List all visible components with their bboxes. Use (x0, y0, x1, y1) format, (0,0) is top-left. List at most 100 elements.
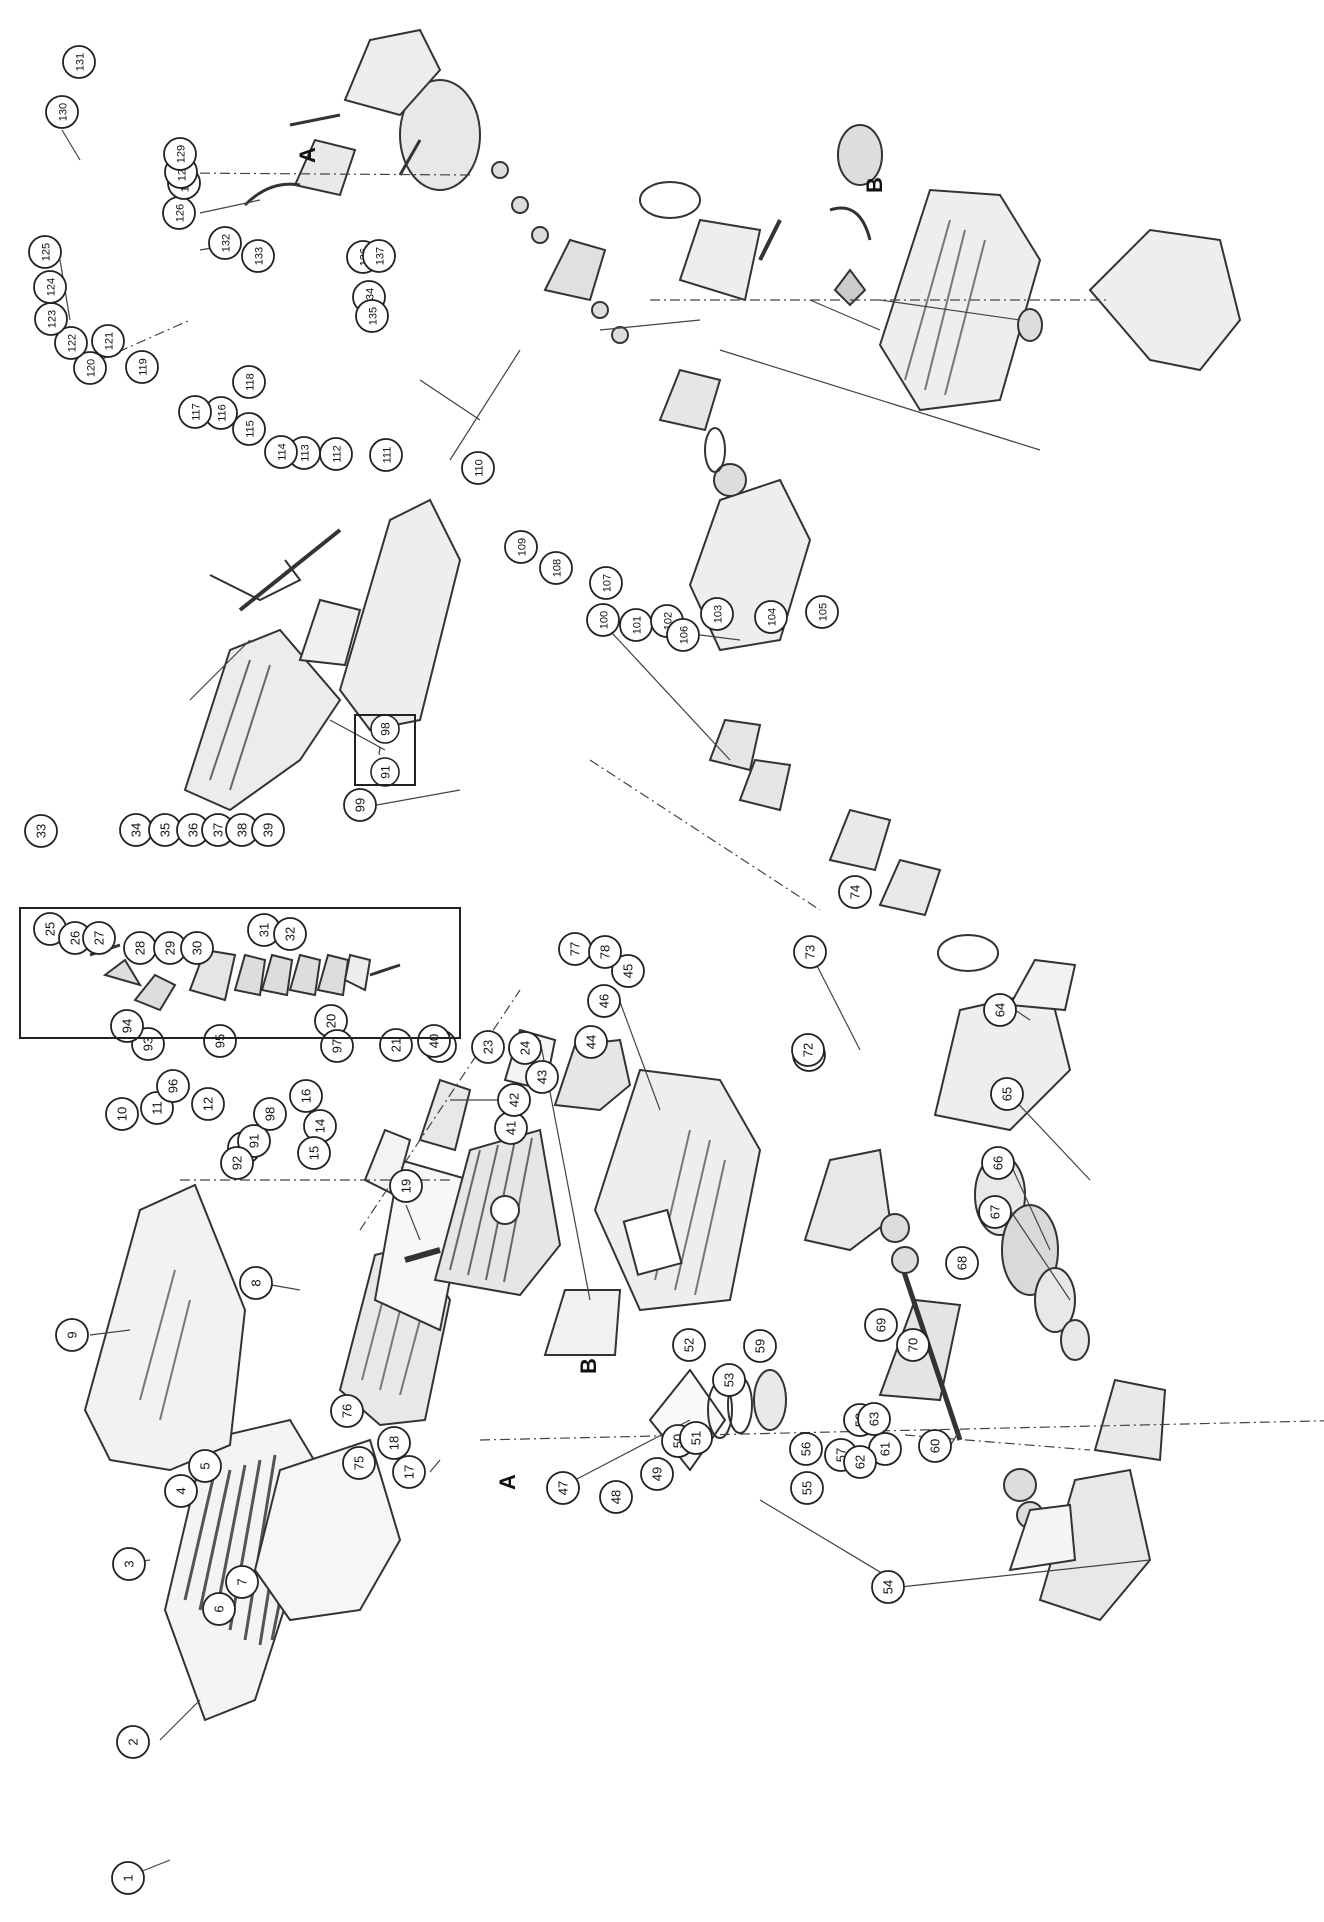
callout-number: 19 (399, 1179, 414, 1193)
part-air-filter-housing (593, 1068, 762, 1312)
part-carburetor (553, 1038, 632, 1112)
callout-number: 110 (474, 459, 486, 477)
callout-49: 49 (640, 1457, 674, 1491)
callout-circle (73, 351, 107, 385)
callout-circle (461, 451, 495, 485)
callout-circle (805, 595, 839, 629)
callout-number: 30 (190, 941, 205, 955)
callout-number: 112 (332, 445, 344, 463)
callout-number: 28 (133, 941, 148, 955)
callout-number: 42 (507, 1093, 522, 1107)
callout-number: 39 (261, 823, 276, 837)
callout-number: 131 (75, 53, 87, 71)
callout-number: 121 (104, 332, 116, 350)
callout-92: 92 (220, 1146, 254, 1180)
callout-number: 95 (213, 1034, 228, 1048)
callout-circle (369, 438, 403, 472)
callout-105: 105 (805, 595, 839, 629)
kit-box-number: 98 (379, 722, 393, 736)
callout-circle (355, 299, 389, 333)
connector-letter-a: A (495, 1474, 520, 1490)
callout-number: 18 (387, 1436, 402, 1450)
callout-66: 66 (981, 1146, 1015, 1180)
connector-letter-b: B (576, 1358, 601, 1374)
callout-number: 109 (517, 538, 529, 556)
callout-number: 111 (382, 447, 394, 464)
callout-circle (191, 1087, 225, 1121)
callout-circle (574, 1025, 608, 1059)
callout-123: 123 (34, 302, 68, 336)
callout-119: 119 (125, 350, 159, 384)
callout-circle (343, 788, 377, 822)
callout-number: 32 (283, 927, 298, 941)
callout-62: 62 (843, 1445, 877, 1479)
callout-number: 8 (249, 1279, 264, 1286)
callout-number: 99 (353, 798, 368, 812)
callout-27: 27 (82, 921, 116, 955)
part-handle-housing (338, 498, 462, 732)
callout-circle (105, 1097, 139, 1131)
callout-number: 27 (92, 931, 107, 945)
callout-number: 70 (906, 1338, 921, 1352)
callout-number: 73 (803, 945, 818, 959)
callout-number: 60 (928, 1439, 943, 1453)
callout-circle (539, 551, 573, 585)
callout-10: 10 (105, 1097, 139, 1131)
part-ignition-module (1093, 1378, 1167, 1462)
part-ignition-coil (293, 138, 357, 197)
kit-box-number-98: 98 (370, 714, 400, 744)
callout-circle (251, 813, 285, 847)
callout-circle (978, 1195, 1012, 1229)
callout-133: 133 (241, 239, 275, 273)
callout-circle (389, 1169, 423, 1203)
callout-77: 77 (558, 932, 592, 966)
part-rear-handle (1088, 228, 1242, 372)
callout-number: 20 (324, 1014, 339, 1028)
callout-circle (679, 1421, 713, 1455)
callout-number: 101 (632, 616, 644, 634)
callout-number: 7 (235, 1578, 250, 1585)
callout-circle (700, 597, 734, 631)
callout-number: 130 (58, 103, 70, 121)
part-cylinder (433, 1128, 562, 1297)
callout-circle (202, 1592, 236, 1626)
callout-number: 97 (330, 1039, 345, 1053)
callout-number: 37 (211, 823, 226, 837)
callout-circle (24, 814, 58, 848)
callout-circle (163, 137, 197, 171)
part-spark-plug (404, 1247, 441, 1263)
callout-28: 28 (123, 931, 157, 965)
kit-box-separator: ~ (372, 746, 389, 755)
callout-7: 7 (225, 1565, 259, 1599)
callout-47: 47 (546, 1471, 580, 1505)
part-engine-cover (83, 1183, 247, 1472)
callout-number: 25 (43, 922, 58, 936)
callout-54: 54 (871, 1570, 905, 1604)
callout-circle (392, 1455, 426, 1489)
part-throttle-cable (238, 528, 342, 612)
callout-circle (28, 235, 62, 269)
part-handle-grip (183, 628, 342, 812)
callout-circle (640, 1457, 674, 1491)
callout-number: 94 (120, 1019, 135, 1033)
callout-number: 119 (138, 358, 150, 376)
callout-circle (672, 1328, 706, 1362)
callout-number: 5 (198, 1462, 213, 1469)
callout-circle (208, 226, 242, 260)
callout-circle (504, 530, 538, 564)
callout-circle (342, 1446, 376, 1480)
callout-number: 113 (300, 444, 312, 462)
callout-1: 1 (111, 1861, 145, 1895)
callout-131: 131 (62, 45, 96, 79)
callout-circle (377, 1426, 411, 1460)
callout-132: 132 (208, 226, 242, 260)
callout-number: 125 (41, 243, 53, 261)
callout-circle (164, 1474, 198, 1508)
callout-circle (754, 600, 788, 634)
callout-56: 56 (789, 1432, 823, 1466)
callout-number: 24 (518, 1041, 533, 1055)
callout-24: 24 (508, 1031, 542, 1065)
callout-circle (857, 1402, 891, 1436)
callout-circle (125, 350, 159, 384)
